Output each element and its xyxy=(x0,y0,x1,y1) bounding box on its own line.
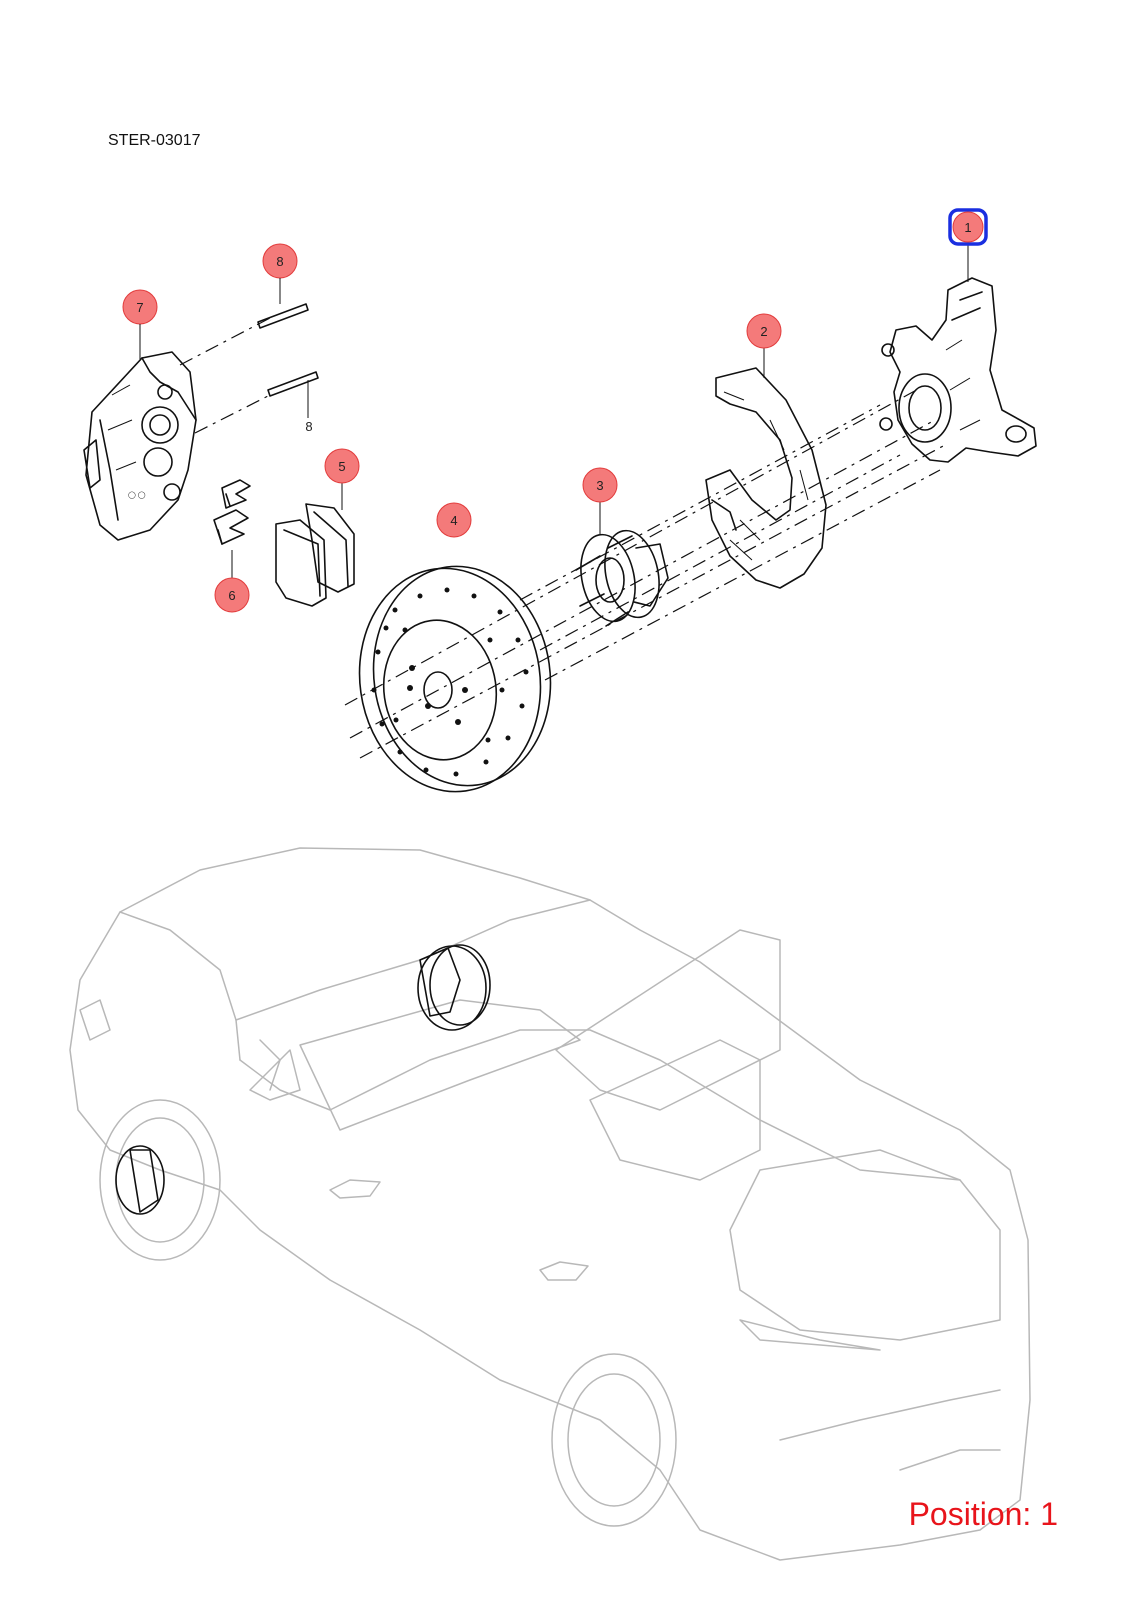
steering-knuckle[interactable] xyxy=(879,244,1037,463)
anti-rattle-clips[interactable] xyxy=(213,479,251,578)
brake-pads[interactable] xyxy=(275,480,355,607)
brake-disc[interactable] xyxy=(345,555,564,804)
callout-2-label: 2 xyxy=(760,324,767,339)
brake-caliper[interactable]: ◯ ◯ xyxy=(83,351,197,541)
callout-8-secondary-label: 8 xyxy=(305,419,312,434)
callout-1-label: 1 xyxy=(964,220,971,235)
callout-2[interactable]: 2 xyxy=(746,313,782,349)
guide-pins[interactable] xyxy=(257,303,319,418)
callout-3[interactable]: 3 xyxy=(582,467,618,503)
brake-dust-shield[interactable] xyxy=(705,346,827,589)
callout-6-label: 6 xyxy=(228,588,235,603)
vehicle-brake-location xyxy=(115,944,491,1215)
callout-4[interactable]: 4 xyxy=(436,502,472,538)
callout-5[interactable]: 5 xyxy=(324,448,360,484)
selected-callout-highlight xyxy=(948,208,988,246)
callout-8-label: 8 xyxy=(276,254,283,269)
svg-text:◯ ◯: ◯ ◯ xyxy=(128,491,146,499)
vehicle-outline xyxy=(69,847,1031,1561)
diagram-code: STER-03017 xyxy=(108,132,201,149)
assembly-axis-lines xyxy=(179,317,946,759)
position-indicator: Position: 1 xyxy=(908,1496,1058,1532)
disc-cross-drill-holes xyxy=(371,587,529,777)
callout-1[interactable]: 1 xyxy=(948,208,988,246)
callout-7-label: 7 xyxy=(136,300,143,315)
callout-8[interactable]: 8 xyxy=(262,243,298,279)
callout-5-label: 5 xyxy=(338,459,345,474)
callout-4-label: 4 xyxy=(450,513,457,528)
callout-7[interactable]: 7 xyxy=(122,289,158,325)
wheel-hub-bearing[interactable] xyxy=(573,496,669,627)
callout-3-label: 3 xyxy=(596,478,603,493)
callout-6[interactable]: 6 xyxy=(214,577,250,613)
